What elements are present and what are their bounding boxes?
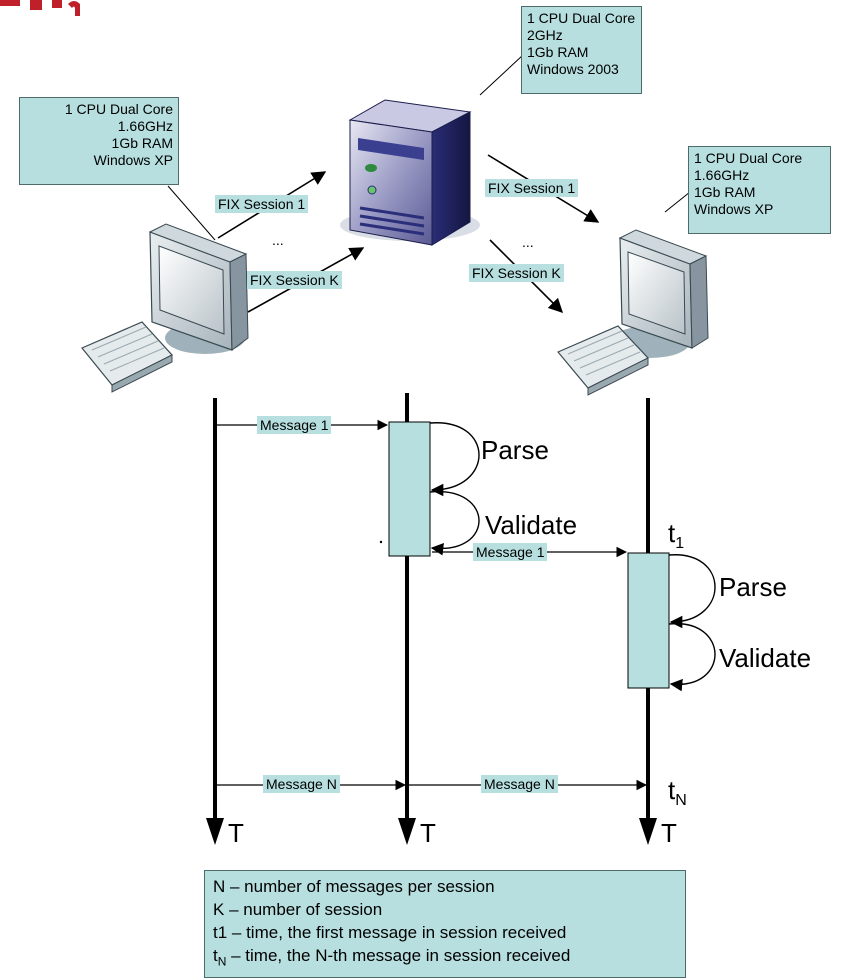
legend-text: – number of messages per session xyxy=(225,877,495,896)
server-activation-box xyxy=(388,421,431,557)
server-icon xyxy=(340,99,480,246)
legend-text: – number of session xyxy=(224,900,383,919)
left-session-k-label: FIX Session K xyxy=(247,271,342,289)
left-session-1-label: FIX Session 1 xyxy=(215,195,309,213)
message-1-out-label: Message 1 xyxy=(473,543,548,561)
server-spec-line: Windows 2003 xyxy=(527,61,619,77)
message-n-in-label: Message N xyxy=(263,775,340,793)
server-timeline-arrowhead xyxy=(398,818,416,845)
t1-mark: t1 xyxy=(668,518,684,553)
server-time-axis-label: T xyxy=(420,818,436,848)
t1-mark-sub: 1 xyxy=(675,535,685,552)
legend-symbol-sub: N xyxy=(217,954,227,969)
right-computer-icon xyxy=(557,229,709,396)
right-session-1-label: FIX Session 1 xyxy=(485,179,579,197)
left-spec-line: 1 CPU Dual Core xyxy=(64,101,173,117)
client-validate-loop xyxy=(668,623,716,692)
tn-mark: tN xyxy=(668,775,687,810)
message-n-out-label: Message N xyxy=(481,775,558,793)
legend-row: tN – time, the N-th message in session r… xyxy=(213,944,677,973)
right-client-spec-box: 1 CPU Dual Core 1.66GHz 1Gb RAM Windows … xyxy=(688,146,831,234)
tn-mark-sub: N xyxy=(675,792,687,809)
right-spec-line: 1 CPU Dual Core xyxy=(694,150,803,166)
legend-symbol: t xyxy=(213,946,218,965)
legend-symbol: t1 xyxy=(213,923,228,942)
right-spec-line: Windows XP xyxy=(694,201,774,217)
heading-fragment xyxy=(0,0,80,16)
left-timeline-arrowhead xyxy=(206,818,224,845)
legend-text: – time, the first message in session rec… xyxy=(227,923,567,942)
left-spec-line: 1Gb RAM xyxy=(111,135,173,151)
legend-box: N – number of messages per session K – n… xyxy=(204,870,686,978)
left-client-spec-box: 1 CPU Dual Core 1.66GHz 1Gb RAM Windows … xyxy=(19,97,179,185)
client-validate-label: Validate xyxy=(719,643,812,673)
stray-dot xyxy=(379,540,383,544)
server-validate-label: Validate xyxy=(485,510,578,540)
legend-row: K – number of session xyxy=(213,898,677,921)
tn-mark-base: t xyxy=(668,775,676,805)
right-session-k-label: FIX Session K xyxy=(469,264,564,282)
left-spec-line: 1.66GHz xyxy=(117,118,173,134)
right-spec-leader xyxy=(664,191,691,213)
server-validate-loop xyxy=(429,491,480,556)
server-parse-loop xyxy=(429,422,480,497)
legend-row: t1 – time, the first message in session … xyxy=(213,921,677,944)
left-computer-icon xyxy=(81,223,249,393)
legend-row: N – number of messages per session xyxy=(213,875,677,898)
t1-mark-base: t xyxy=(668,518,676,548)
right-spec-line: 1.66GHz xyxy=(694,167,750,183)
legend-text: – time, the N-th message in session rece… xyxy=(226,946,571,965)
legend-symbol: K xyxy=(213,900,225,919)
server-spec-box: 1 CPU Dual Core 2GHz 1Gb RAM Windows 200… xyxy=(521,6,642,94)
client-parse-loop xyxy=(668,554,716,629)
right-spec-line: 1Gb RAM xyxy=(694,184,756,200)
legend-symbol: N xyxy=(213,877,226,896)
server-spec-line: 1Gb RAM xyxy=(527,44,589,60)
server-spec-leader xyxy=(479,54,524,96)
client-parse-label: Parse xyxy=(719,572,787,602)
left-time-axis-label: T xyxy=(228,818,244,848)
left-spec-leader xyxy=(167,185,216,241)
server-spec-line: 1 CPU Dual Core xyxy=(527,10,636,26)
server-spec-line: 2GHz xyxy=(527,27,563,43)
right-time-axis-label: T xyxy=(661,818,677,848)
message-1-in-label: Message 1 xyxy=(257,416,332,434)
left-session-ellipsis: ... xyxy=(272,232,284,248)
server-parse-label: Parse xyxy=(481,435,549,465)
right-timeline-arrowhead xyxy=(639,818,657,845)
right-session-ellipsis: ... xyxy=(522,234,534,250)
client-activation-box xyxy=(627,552,670,689)
left-spec-line: Windows XP xyxy=(93,152,173,168)
